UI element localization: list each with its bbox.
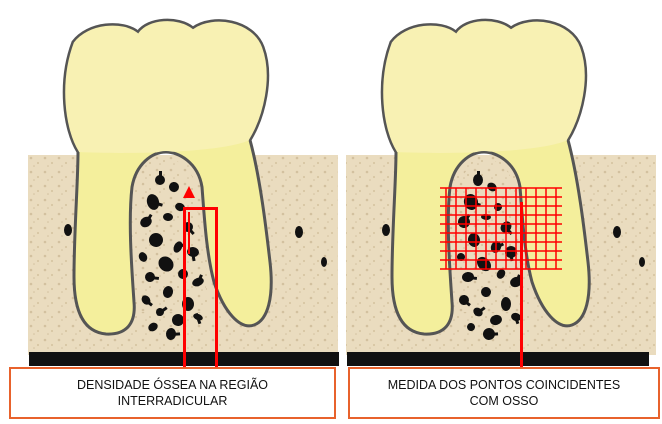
tooth-crown [64, 20, 267, 153]
measure-line [183, 207, 186, 379]
tooth-crown [382, 20, 585, 153]
bone-mark [613, 226, 621, 238]
bone-mark [295, 226, 303, 238]
panel-right [346, 20, 656, 379]
bone-mark [639, 257, 645, 267]
arrow-shaft [188, 212, 190, 254]
caption-left: DENSIDADE ÓSSEA NA REGIÃO INTERRADICULAR [9, 367, 336, 419]
trabecular-strut [477, 171, 480, 184]
bone-mark [64, 224, 72, 236]
base-bar [347, 352, 649, 366]
measure-line [215, 207, 218, 379]
trabecular-strut [159, 171, 162, 184]
bone-mark [382, 224, 390, 236]
measure-line [186, 207, 218, 210]
panel-left [28, 20, 339, 379]
measure-line [520, 202, 523, 379]
bone-mark [321, 257, 327, 267]
tooth [382, 20, 589, 334]
caption-right: MEDIDA DOS PONTOS COINCIDENTES COM OSSO [348, 367, 660, 419]
